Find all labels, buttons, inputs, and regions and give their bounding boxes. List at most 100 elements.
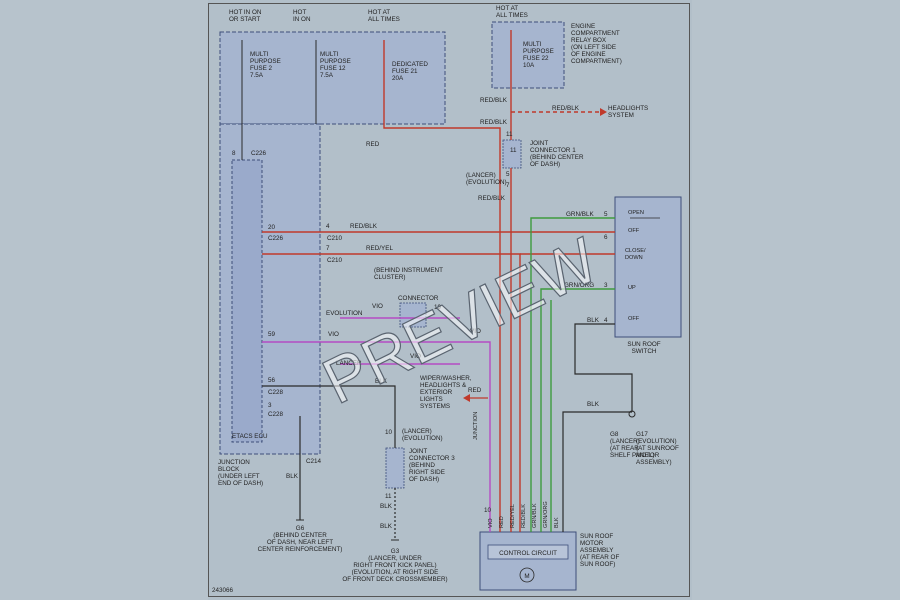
jc1-lancer-evolution-line-1: (LANCER) [466, 172, 496, 179]
pin-p3: 3 [268, 402, 272, 409]
wire-label-red_blk_3: RED/BLK [478, 195, 506, 202]
fuse-12-label-line-3: FUSE 12 [320, 65, 346, 72]
wiper-systems-label-line-2: HEADLIGHTS & [420, 382, 467, 389]
wire-label-red_blk_5: RED/BLK [552, 105, 580, 112]
jc3-lancer-evolution-line-1: (LANCER) [402, 428, 432, 435]
relay-box [491, 21, 565, 89]
wire-label-grn_org: GRN/ORG [564, 282, 594, 289]
ground-g17-label-line-1: G17 [636, 431, 648, 438]
switch-position-6: OFF [628, 316, 640, 322]
pin-p7b: 7 [506, 182, 510, 189]
headlights-label-line-1: HEADLIGHTS [608, 105, 648, 112]
relay-box-label-line-1: ENGINE [571, 23, 595, 30]
relay-box-label-line-4: (ON LEFT SIDE [571, 44, 616, 51]
fuse-12-label-line-4: 7.5A [320, 72, 334, 79]
diagram-border [208, 3, 690, 597]
motor-pin-label-7: BLK [554, 517, 560, 528]
ground-g17-label-line-5: ASSEMBLY) [636, 459, 672, 466]
fuse-21-label-line-2: FUSE 21 [392, 68, 418, 75]
ground-g17-label-line-4: MOTOR [636, 452, 660, 459]
fuse-22-label-line-1: MULTI [523, 41, 542, 48]
pin-p56: 56 [268, 377, 276, 384]
fuse-2-label-line-3: FUSE 2 [250, 65, 273, 72]
arrow-wiper [463, 394, 470, 402]
wiper-systems-label-line-3: EXTERIOR [420, 389, 453, 396]
wire-label-grn_blk: GRN/BLK [566, 211, 594, 218]
junction-block-label-line-1: JUNCTION [218, 459, 250, 466]
wire-label-blk_5: BLK [587, 317, 600, 324]
wire-label-vio_1: VIO [372, 303, 383, 310]
pin-p59: 59 [268, 331, 276, 338]
connector-c210a: C210 [327, 235, 343, 242]
header-hot-at-all-times-2-line-1: HOT AT [496, 5, 518, 12]
pin-p10: 10 [385, 429, 393, 436]
relay-box-label-line-5: OF ENGINE [571, 51, 606, 58]
header-hot-at-all-times-line-2: ALL TIMES [368, 16, 400, 23]
motor-assembly-label-line-5: SUN ROOF) [580, 561, 615, 568]
motor-pin-label-6: GRN/ORG [543, 501, 549, 528]
connector-c214: C214 [306, 458, 322, 465]
pin-p19: 19 [434, 304, 442, 311]
wire-label-evolution: EVOLUTION [326, 310, 363, 317]
ground-g6-label-line-3: OF DASH, NEAR LEFT [267, 539, 333, 546]
fuse-21-label-line-3: 20A [392, 75, 404, 82]
joint-connector-1-label-line-4: OF DASH) [530, 161, 560, 168]
relay-box-label-line-2: COMPARTMENT [571, 30, 620, 37]
joint-connector-3-label-line-2: CONNECTOR 3 [409, 455, 455, 462]
pin-p7: 7 [326, 245, 330, 252]
fuse-21-label-line-1: DEDICATED [392, 61, 428, 68]
joint-connector-1-box [502, 139, 522, 169]
wire-blk-etacs [262, 385, 396, 448]
wire-label-red_w: RED [468, 387, 482, 394]
wire-blk-switch-ground [574, 323, 633, 412]
sunroof-switch-label-line-2: SWITCH [632, 348, 657, 355]
wire-label-blk_2: BLK [286, 473, 299, 480]
wire-label-red_blk_1: RED/BLK [480, 97, 508, 104]
connector-c228a: C228 [268, 389, 284, 396]
wire-grn-blk [530, 217, 615, 532]
motor-pin-label-3: RED/YEL [510, 504, 516, 528]
wiper-systems-label-line-5: SYSTEMS [420, 403, 450, 410]
header-hot-in-on-line-2: IN ON [293, 16, 311, 23]
jc1-lancer-evolution-line-2: (EVOLUTION) [466, 179, 507, 186]
motor-m-label: M [524, 573, 529, 580]
joint-connector-3-label-line-5: OF DASH) [409, 476, 439, 483]
pin-sw3: 3 [604, 282, 608, 289]
ground-g17-label-line-3: (AT SUNROOF [636, 445, 679, 452]
joint-connector-3-label-line-3: (BEHIND [409, 462, 435, 469]
motor-pin-number: 10 [484, 507, 492, 514]
ground-g8-label-line-1: G8 [610, 431, 619, 438]
switch-position-1: OPEN [628, 210, 644, 216]
pin-sw5: 5 [604, 211, 608, 218]
connector-c226a: C226 [251, 150, 267, 157]
wire-label-blk_4: BLK [380, 523, 393, 530]
ground-g6-label-line-2: (BEHIND CENTER [273, 532, 327, 539]
motor-pin-label-5: GRN/BLK [532, 503, 538, 528]
wire-label-vio_4: VIO [410, 353, 421, 360]
control-circuit-label: CONTROL CIRCUIT [499, 550, 557, 557]
junction-block-label-line-3: (UNDER LEFT [218, 473, 260, 480]
pin-p5: 5 [506, 171, 510, 178]
wire-label-vio_2: VIO [328, 331, 339, 338]
ground-g6-label-line-4: CENTER REINFORCEMENT) [258, 546, 343, 553]
control-circuit-box [487, 544, 569, 560]
header-hot-in-on-or-start-line-1: HOT IN ON [229, 9, 262, 16]
wire-label-blk_6: BLK [587, 401, 600, 408]
ground-g8-label-line-3: (AT REAR [610, 445, 639, 452]
sunroof-switch-label-line-1: SUN ROOF [627, 341, 660, 348]
jc3-lancer-evolution-line-2: (EVOLUTION) [402, 435, 443, 442]
fuse-22-label-line-3: FUSE 22 [523, 55, 549, 62]
header-hot-at-all-times-line-1: HOT AT [368, 9, 390, 16]
joint-connector-3-label-line-1: JOINT [409, 448, 427, 455]
motor-assembly-box [479, 531, 577, 591]
ground-g3-label-line-3: RIGHT FRONT KICK PANEL) [353, 562, 436, 569]
fuse-2-label-line-2: PURPOSE [250, 58, 281, 65]
relay-box-label-line-6: COMPARTMENT) [571, 58, 622, 65]
header-hot-in-on-or-start-line-2: OR START [229, 16, 260, 23]
connector-c228b: C228 [268, 411, 284, 418]
wire-grn-org [540, 288, 615, 532]
fuse-12-label-line-2: PURPOSE [320, 58, 351, 65]
ground-g3-label-line-1: G3 [391, 548, 400, 555]
joint-connector-1-label-line-2: CONNECTOR 1 [530, 147, 576, 154]
relay-box-label-line-3: RELAY BOX [571, 37, 607, 44]
